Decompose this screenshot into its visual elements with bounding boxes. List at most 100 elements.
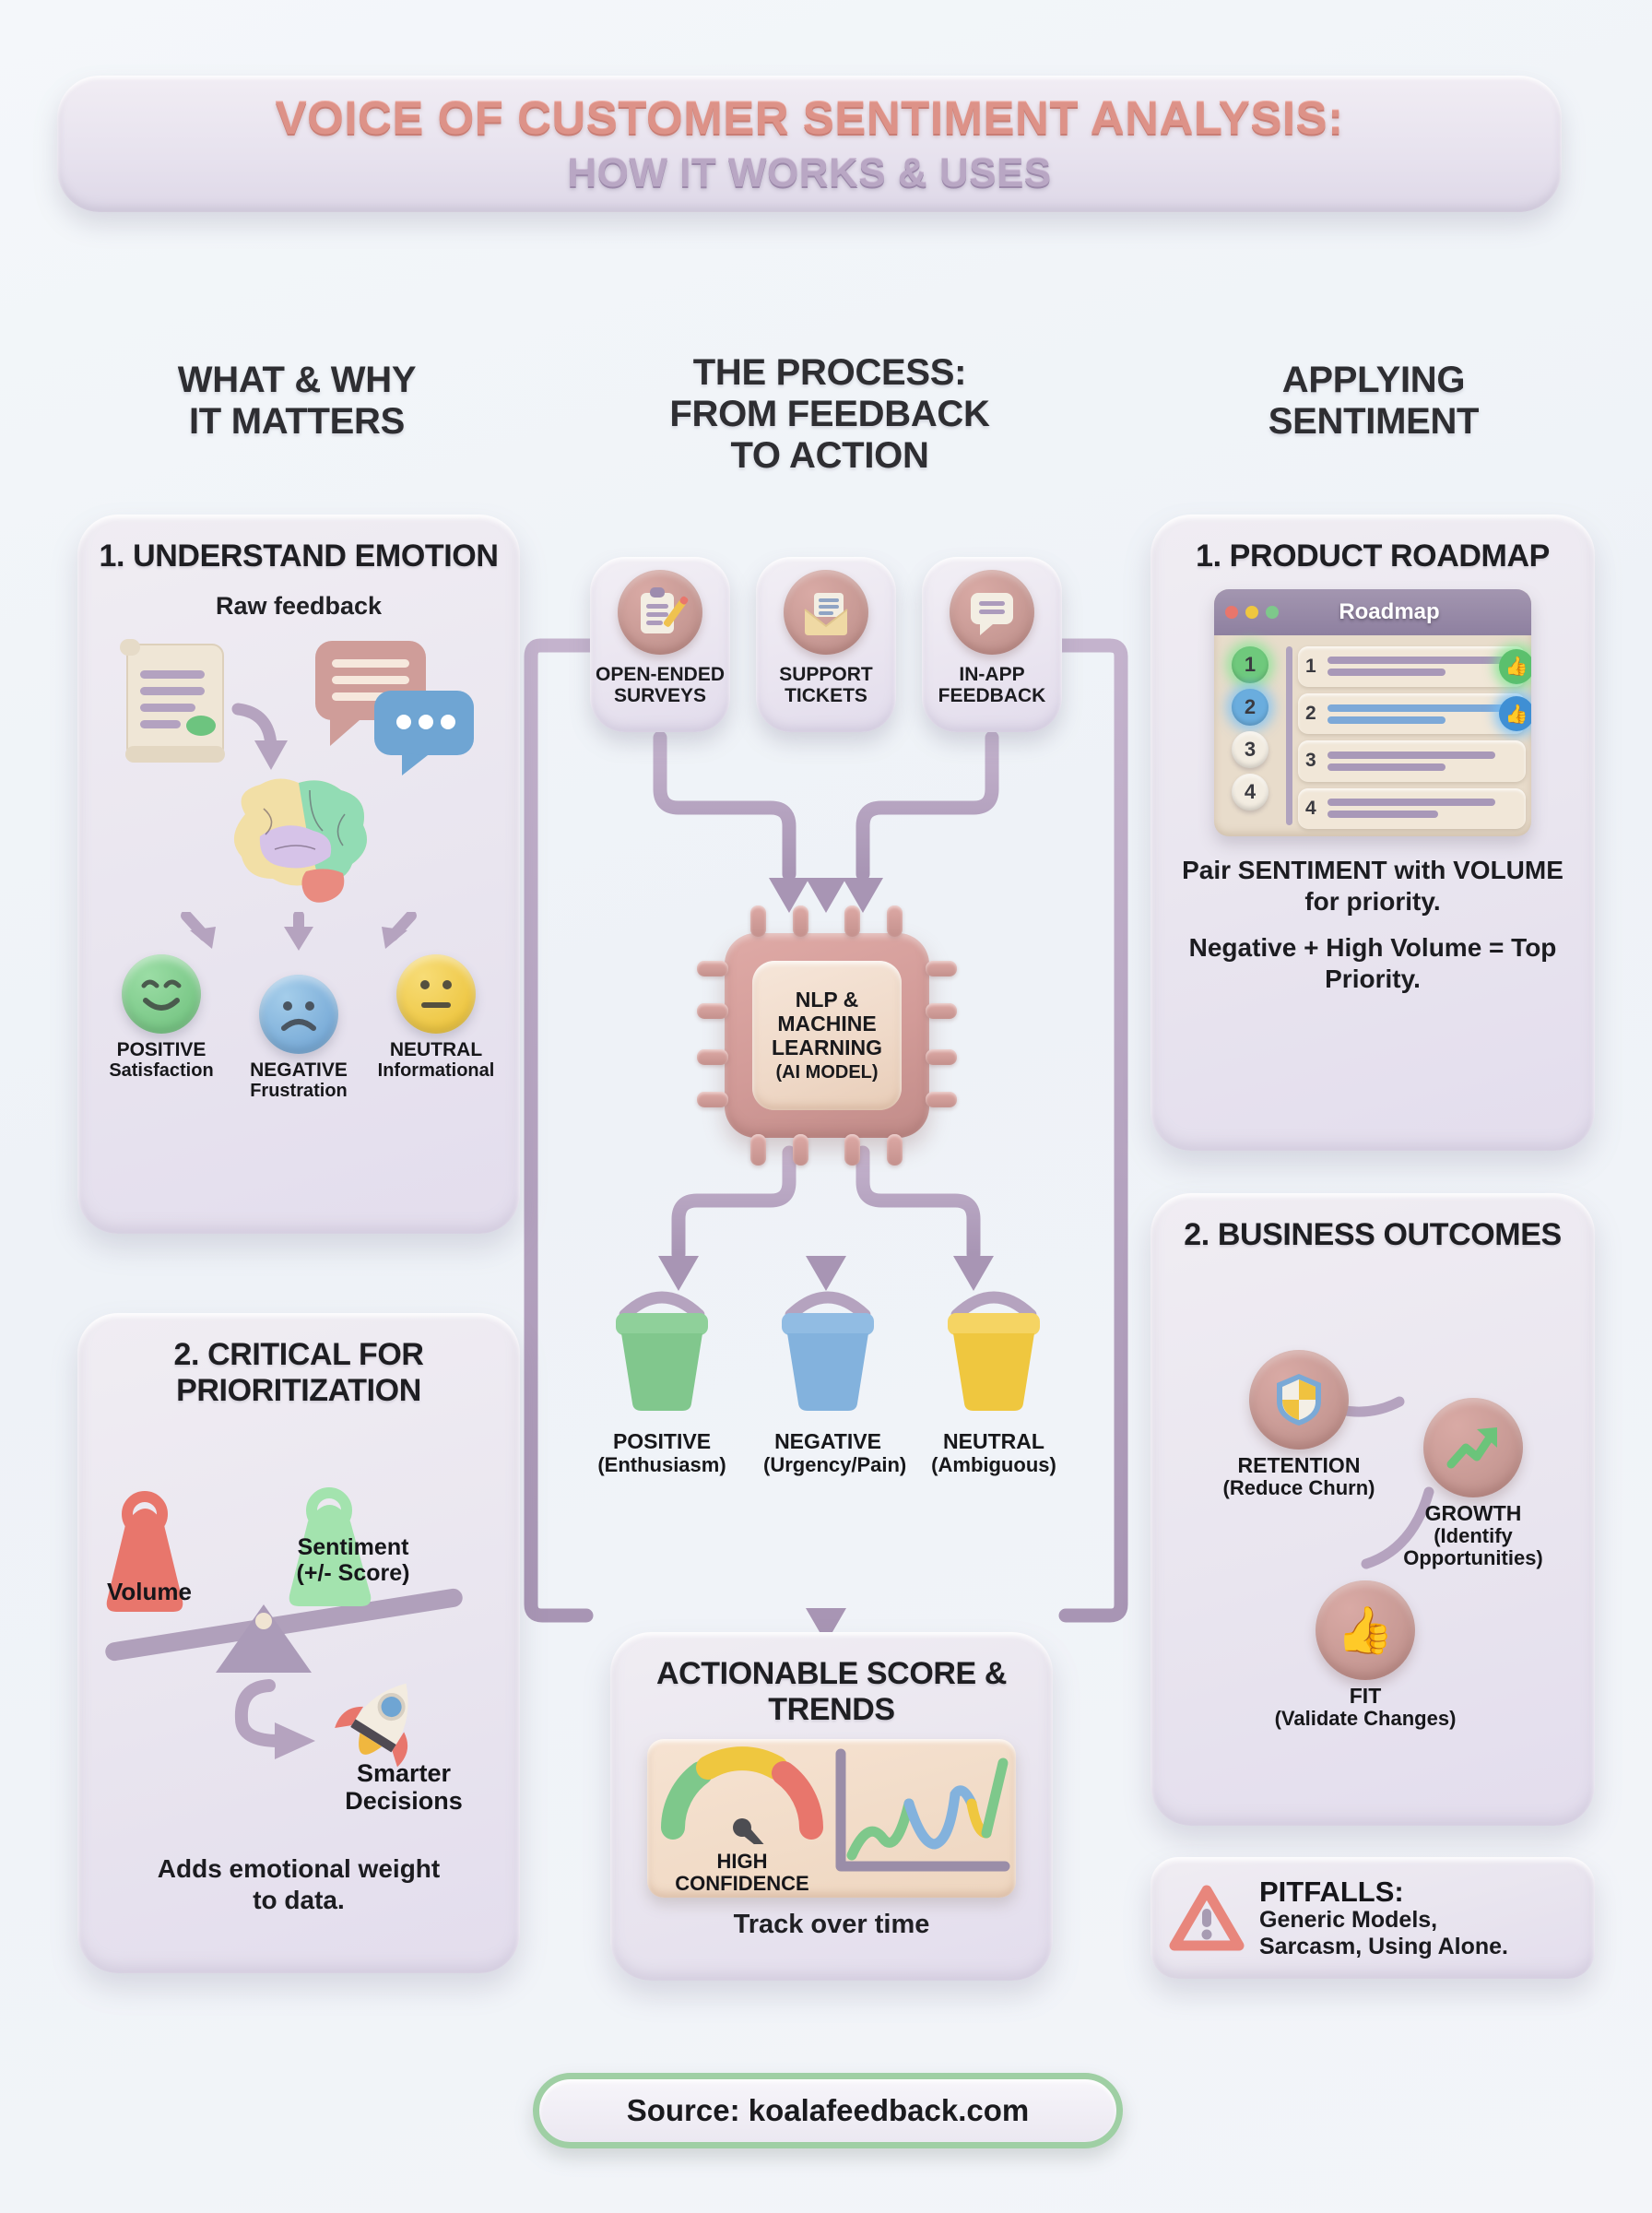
card-critical-title: 2. CRITICAL FOR PRIORITIZATION — [173, 1337, 424, 1408]
roadmap-note-1: Pair SENTIMENT with VOLUME for priority. — [1182, 855, 1564, 916]
outcome-retention: RETENTION (Reduce Churn) — [1202, 1350, 1396, 1499]
confidence-gauge: HIGH CONFIDENCE — [656, 1741, 828, 1895]
pitfalls-body: Generic Models, Sarcasm, Using Alone. — [1259, 1907, 1508, 1959]
thumbs-up-icon: 👍 — [1336, 1604, 1395, 1656]
growth-arrow-icon-container — [1423, 1398, 1523, 1497]
card-critical-note: Adds emotional weight to data. — [157, 1853, 441, 1914]
card-understand-emotion: 1. UNDERSTAND EMOTION Raw feedback — [77, 515, 520, 1234]
card-understand-title: 1. UNDERSTAND EMOTION — [99, 538, 499, 574]
roadmap-badge-num: 4 — [1244, 779, 1257, 803]
thumbs-up-icon: 👍 — [1499, 648, 1531, 684]
track-over-time-label: Track over time — [733, 1909, 930, 1939]
sentiment-positive-sub: Satisfaction — [109, 1060, 214, 1082]
smarter-decisions-illustration — [234, 1678, 408, 1767]
bucket-positive: POSITIVE (Enthusiasm) — [597, 1289, 726, 1476]
card-critical-prioritization: 2. CRITICAL FOR PRIORITIZATION — [77, 1313, 520, 1973]
gauge-label: HIGH CONFIDENCE — [675, 1850, 809, 1895]
roadmap-row[interactable]: 4 — [1298, 787, 1526, 829]
sentiment-negative-label: NEGATIVE — [250, 1059, 348, 1082]
outcome-growth: GROWTH (Identify Opportunities) — [1381, 1398, 1565, 1570]
outcome-growth-sub: (Identify Opportunities) — [1403, 1524, 1543, 1570]
smarter-decisions-label: Smarter Decisions — [345, 1758, 463, 1816]
outcome-fit-sub: (Validate Changes) — [1274, 1707, 1457, 1731]
window-maximize-dot[interactable] — [1266, 605, 1279, 619]
warning-triangle-icon — [1169, 1885, 1245, 1951]
roadmap-row-num: 4 — [1305, 797, 1316, 819]
roadmap-badge[interactable]: 2 — [1232, 688, 1268, 726]
happy-face-icon — [122, 954, 201, 1035]
sentiment-negative: NEGATIVE Frustration — [239, 975, 359, 1101]
roadmap-row-num: 2 — [1305, 703, 1316, 725]
roadmap-row[interactable]: 1 👍 — [1298, 645, 1531, 687]
nlp-line-3: LEARNING — [771, 1035, 883, 1060]
nlp-line-4: (AI MODEL) — [775, 1062, 879, 1083]
sad-face-icon — [259, 975, 338, 1055]
sentiment-positive: POSITIVE Satisfaction — [101, 954, 221, 1101]
title-banner: VOICE OF CUSTOMER SENTIMENT ANALYSIS: HO… — [57, 76, 1562, 212]
shield-icon-container — [1249, 1350, 1349, 1450]
card-actionable-score: ACTIONABLE SCORE & TRENDS HIGH CONFIDENC… — [610, 1632, 1053, 1981]
sentiment-neutral: NEUTRAL Informational — [376, 954, 496, 1101]
source-chip-support-tickets[interactable]: SUPPORT TICKETS — [756, 557, 896, 732]
roadmap-badge-num: 1 — [1244, 652, 1257, 676]
source-chip-open-ended-surveys[interactable]: OPEN-ENDED SURVEYS — [590, 557, 730, 732]
thumbs-up-icon: 👍 — [1499, 696, 1531, 732]
source-chip-label: IN-APP FEEDBACK — [938, 664, 1046, 707]
roadmap-titlebar: Roadmap — [1214, 588, 1531, 635]
thumbs-up-icon-container: 👍 — [1316, 1580, 1415, 1680]
bucket-icon — [616, 1291, 708, 1411]
balance-scale-illustration — [105, 1486, 463, 1673]
raw-feedback-illustration — [120, 639, 474, 776]
outcome-fit: 👍 FIT (Validate Changes) — [1250, 1580, 1481, 1730]
trend-chart — [828, 1745, 1016, 1891]
sentiment-neutral-label: NEUTRAL — [389, 1039, 483, 1061]
column-heading-right: APPLYING SENTIMENT — [1268, 360, 1480, 442]
sentiment-neutral-sub: Informational — [377, 1060, 495, 1082]
roadmap-row-lines — [1328, 799, 1518, 819]
bucket-label: NEUTRAL — [943, 1429, 1044, 1453]
roadmap-badge[interactable]: 4 — [1232, 773, 1268, 811]
envelope-icon — [784, 570, 868, 655]
bucket-negative: NEGATIVE (Urgency/Pain) — [763, 1289, 907, 1476]
roadmap-row[interactable]: 3 — [1298, 740, 1526, 782]
outcome-retention-label: RETENTION — [1237, 1453, 1361, 1477]
source-chip-label: OPEN-ENDED SURVEYS — [595, 664, 726, 707]
sentiment-positive-label: POSITIVE — [116, 1039, 206, 1061]
bucket-sub: (Ambiguous) — [931, 1452, 1056, 1476]
window-close-dot[interactable] — [1225, 605, 1238, 619]
window-minimize-dot[interactable] — [1245, 605, 1258, 619]
gauge-icon — [661, 1746, 823, 1871]
card-outcomes-title: 2. BUSINESS OUTCOMES — [1184, 1217, 1562, 1252]
bucket-label: POSITIVE — [612, 1429, 712, 1453]
shield-icon — [1277, 1374, 1321, 1426]
source-pill[interactable]: Source: koalafeedback.com — [533, 2073, 1123, 2148]
column-heading-left: WHAT & WHY IT MATTERS — [177, 360, 417, 442]
roadmap-row-lines — [1328, 657, 1518, 677]
bucket-sub: (Urgency/Pain) — [763, 1452, 907, 1476]
bucket-sub: (Enthusiasm) — [597, 1452, 726, 1476]
roadmap-note-2: Negative + High Volume = Top Priority. — [1188, 933, 1557, 994]
pitfalls-title: PITFALLS: — [1259, 1875, 1404, 1908]
roadmap-badge[interactable]: 3 — [1232, 730, 1268, 768]
score-trends-panel: HIGH CONFIDENCE — [647, 1738, 1016, 1898]
outcome-growth-label: GROWTH — [1424, 1501, 1522, 1525]
weight-sentiment-label: Sentiment (+/- Score) — [296, 1533, 410, 1587]
outcome-retention-sub: (Reduce Churn) — [1222, 1476, 1375, 1500]
column-heading-middle: THE PROCESS: FROM FEEDBACK TO ACTION — [669, 352, 990, 476]
raw-feedback-label: Raw feedback — [215, 591, 383, 620]
weight-volume-label: Volume — [107, 1577, 192, 1605]
card-pitfalls: PITFALLS: Generic Models, Sarcasm, Using… — [1150, 1857, 1595, 1979]
nlp-ml-engine: NLP & MACHINE LEARNING (AI MODEL) — [697, 905, 957, 1166]
card-business-outcomes: 2. BUSINESS OUTCOMES RETENTION (Reduce C… — [1150, 1193, 1595, 1826]
bucket-label: NEGATIVE — [774, 1429, 881, 1453]
nlp-line-1: NLP & — [795, 987, 859, 1012]
roadmap-badge[interactable]: 1 — [1232, 645, 1268, 683]
roadmap-row[interactable]: 2 👍 — [1298, 693, 1531, 735]
roadmap-row-num: 3 — [1305, 750, 1316, 772]
source-chip-label: SUPPORT TICKETS — [779, 664, 873, 707]
bucket-neutral: NEUTRAL (Ambiguous) — [929, 1289, 1058, 1476]
card-product-roadmap: 1. PRODUCT ROADMAP Roadmap 1 2 3 4 — [1150, 515, 1595, 1151]
source-chip-in-app-feedback[interactable]: IN-APP FEEDBACK — [922, 557, 1062, 732]
roadmap-row-num: 1 — [1305, 655, 1316, 677]
